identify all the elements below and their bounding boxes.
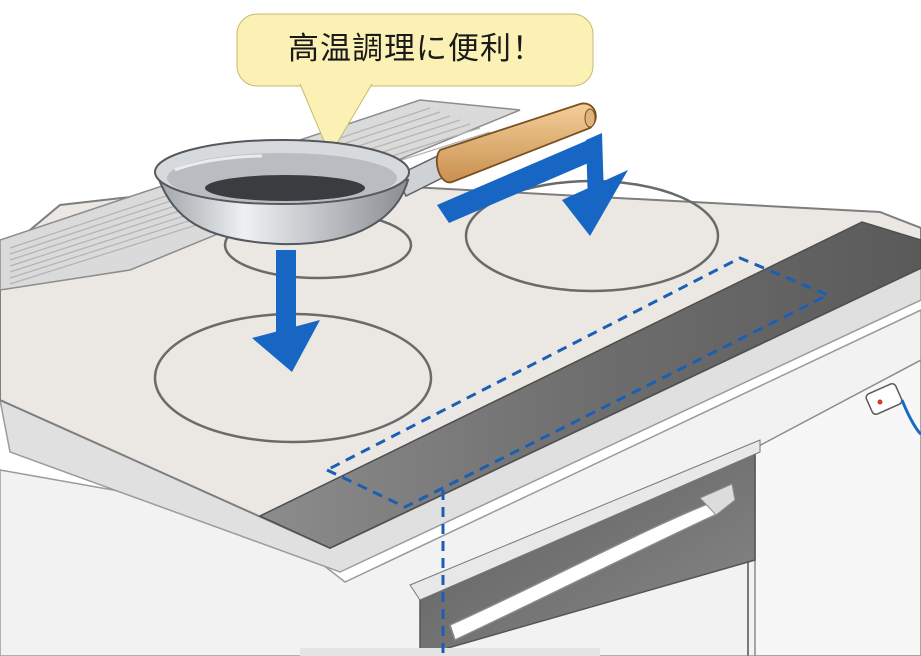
arrow-down-icon bbox=[252, 250, 320, 372]
speech-bubble bbox=[236, 13, 594, 157]
arrow-down-icon bbox=[437, 133, 628, 236]
control-strip bbox=[258, 221, 921, 549]
indicator-light bbox=[865, 382, 903, 416]
callout-text: 高温調理に便利！ bbox=[288, 31, 544, 67]
cabinet-side-panel bbox=[754, 359, 921, 656]
highlight-dashed-outline bbox=[323, 256, 832, 509]
frying-pan-icon bbox=[154, 102, 597, 246]
